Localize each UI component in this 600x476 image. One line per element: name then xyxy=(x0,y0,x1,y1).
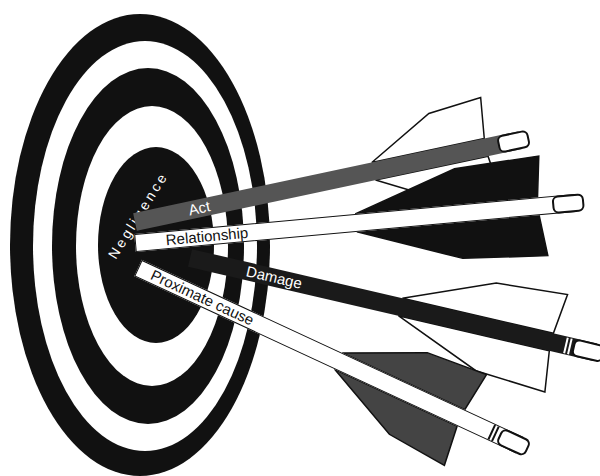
arrow-nock xyxy=(553,194,584,213)
